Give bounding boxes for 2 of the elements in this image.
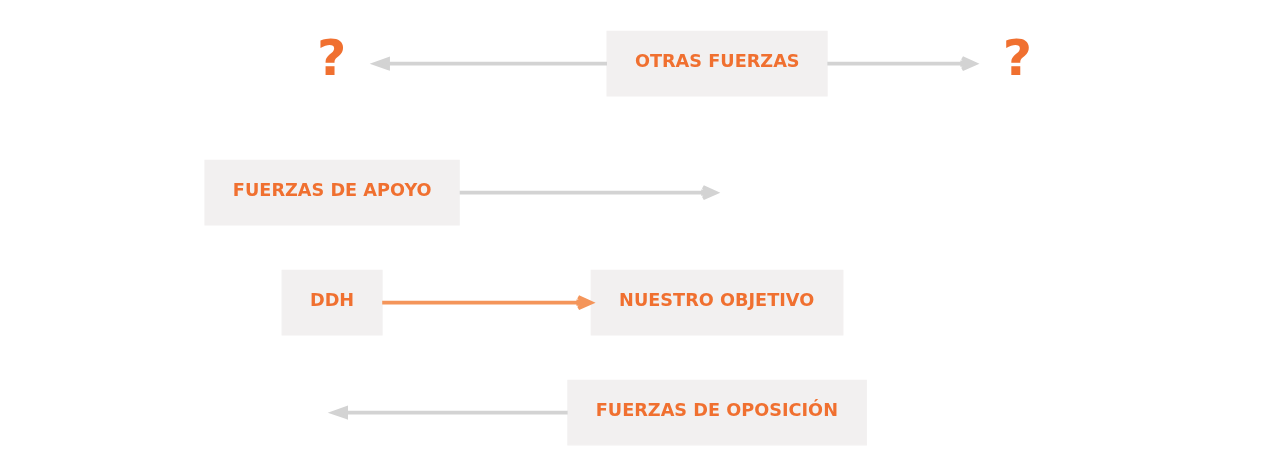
node-text: ? bbox=[316, 28, 347, 88]
node-text: ? bbox=[1002, 28, 1033, 88]
